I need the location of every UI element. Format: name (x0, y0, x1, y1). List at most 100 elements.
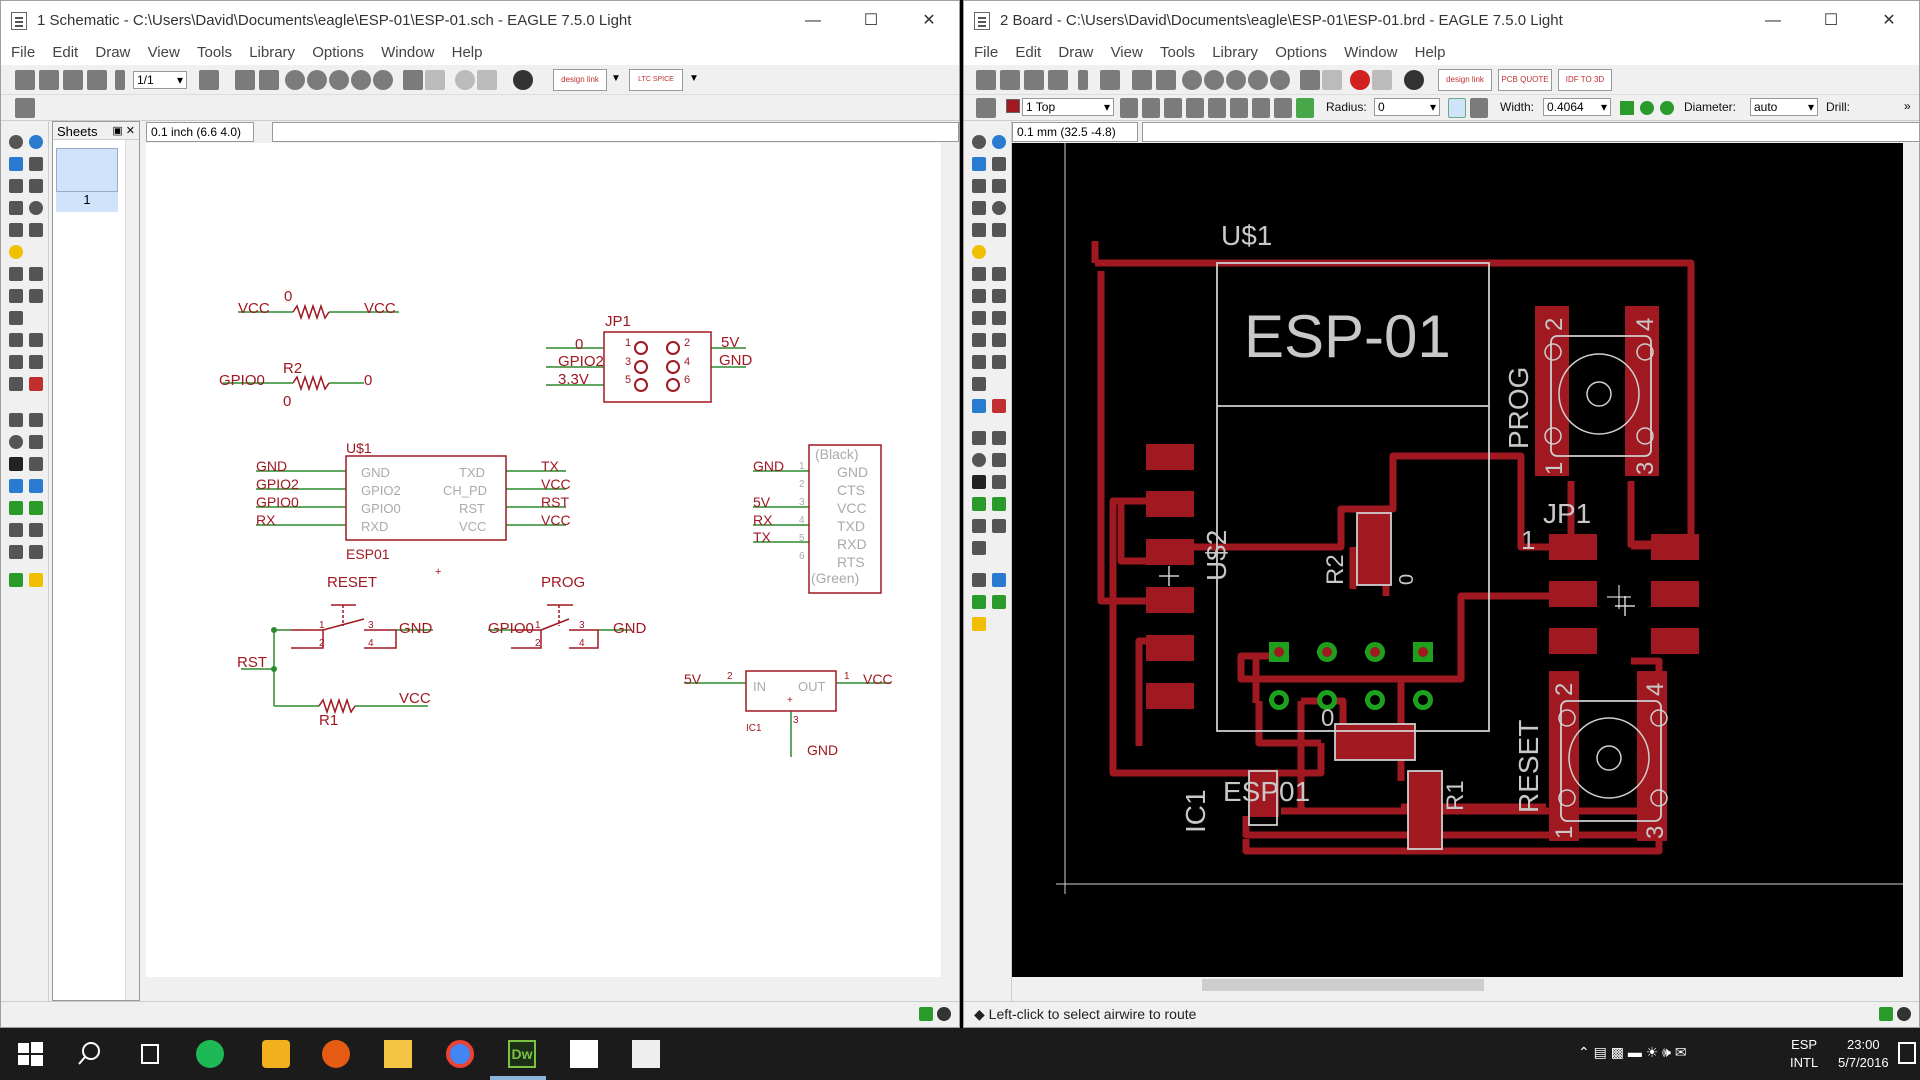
rotate-icon[interactable] (992, 201, 1006, 215)
zoom-fit-icon[interactable] (285, 70, 305, 90)
signal-icon[interactable] (992, 497, 1006, 511)
name-icon[interactable] (9, 333, 23, 347)
menu-view[interactable]: View (1110, 44, 1143, 61)
net-icon[interactable] (29, 479, 43, 493)
hole-icon[interactable] (972, 519, 986, 533)
miter-icon[interactable] (992, 333, 1006, 347)
close-button[interactable]: ✕ (922, 12, 936, 29)
horizontal-scrollbar[interactable] (1012, 977, 1903, 993)
rect-icon[interactable] (9, 457, 23, 471)
miter-icon[interactable] (29, 355, 43, 369)
menu-file[interactable]: File (974, 44, 999, 61)
dreamweaver-icon[interactable]: Dw (508, 1040, 536, 1068)
chrome-icon[interactable] (446, 1040, 474, 1068)
menu-tools[interactable]: Tools (1159, 44, 1196, 61)
info-icon[interactable] (9, 135, 23, 149)
change-icon[interactable] (29, 223, 43, 237)
delete-icon[interactable] (9, 267, 23, 281)
wire-bend-icon[interactable] (1164, 98, 1182, 118)
mirror-icon[interactable] (972, 201, 986, 215)
errors-icon[interactable] (29, 573, 43, 587)
drc-icon[interactable] (992, 595, 1006, 609)
wire-bend-icon[interactable] (1252, 98, 1270, 118)
via-square-icon[interactable] (1620, 101, 1634, 115)
polygon-icon[interactable] (29, 457, 43, 471)
sheets-scrollbar[interactable] (125, 140, 139, 1000)
label-icon[interactable] (29, 501, 43, 515)
undo-icon[interactable] (1300, 70, 1320, 90)
menu-draw[interactable]: Draw (95, 44, 131, 61)
via-octagon-icon[interactable] (1660, 101, 1674, 115)
schematic-icon[interactable] (1132, 70, 1152, 90)
menu-view[interactable]: View (147, 44, 180, 61)
zoom-select-icon[interactable] (1270, 70, 1290, 90)
add-icon[interactable] (29, 267, 43, 281)
rotate-icon[interactable] (29, 201, 43, 215)
designlink-button[interactable]: design link (553, 69, 607, 91)
port-icon[interactable] (29, 545, 43, 559)
wire-bend-icon[interactable] (1120, 98, 1138, 118)
add-icon[interactable] (992, 267, 1006, 281)
copy-icon[interactable] (29, 179, 43, 193)
diameter-select[interactable]: auto▾ (1750, 98, 1818, 116)
vertical-scrollbar[interactable] (943, 143, 959, 977)
via-icon[interactable] (972, 497, 986, 511)
bus-icon[interactable] (9, 479, 23, 493)
text-icon[interactable] (992, 431, 1006, 445)
file-explorer-icon[interactable] (384, 1040, 412, 1068)
menu-window[interactable]: Window (1344, 44, 1398, 61)
show-icon[interactable] (992, 135, 1006, 149)
change-icon[interactable] (992, 223, 1006, 237)
display-icon[interactable] (9, 157, 23, 171)
autorouter-icon[interactable] (992, 573, 1006, 587)
save-icon[interactable] (1000, 70, 1020, 90)
value-icon[interactable] (29, 333, 43, 347)
redo-icon[interactable] (425, 70, 445, 90)
stop-icon[interactable] (937, 1007, 951, 1021)
copy-icon[interactable] (992, 179, 1006, 193)
width-select[interactable]: 0.4064▾ (1543, 98, 1611, 116)
group-icon[interactable] (972, 223, 986, 237)
zoom-in-icon[interactable] (307, 70, 327, 90)
start-icon[interactable] (16, 1040, 44, 1068)
grid-icon[interactable] (199, 70, 219, 90)
menu-library[interactable]: Library (1212, 44, 1259, 61)
text-icon[interactable] (29, 413, 43, 427)
split-icon[interactable] (972, 355, 986, 369)
smash-icon[interactable] (972, 333, 986, 347)
ratsnest-icon[interactable] (972, 573, 986, 587)
polygon-icon[interactable] (992, 475, 1006, 489)
arc-icon[interactable] (29, 435, 43, 449)
errors-icon[interactable] (972, 617, 986, 631)
replace-icon[interactable] (972, 289, 986, 303)
schematic-canvas[interactable]: + + VCC 0 VCC GPIO0 R2 0 0 JP1 0 GPIO2 3… (146, 143, 941, 977)
zoom-fit-icon[interactable] (1182, 70, 1202, 90)
menu-options[interactable]: Options (312, 44, 364, 61)
route-mode-icon[interactable] (1470, 98, 1488, 118)
library-icon[interactable] (1156, 70, 1176, 90)
erc-icon[interactable] (972, 595, 986, 609)
sheet-select[interactable]: 1/1▾ (133, 71, 187, 89)
stop-icon[interactable] (1897, 1007, 1911, 1021)
zoom-redraw-icon[interactable] (1248, 70, 1268, 90)
move-icon[interactable] (9, 179, 23, 193)
display-icon[interactable] (972, 157, 986, 171)
attribute-icon[interactable] (992, 519, 1006, 533)
value-icon[interactable] (992, 311, 1006, 325)
delete-icon[interactable] (972, 267, 986, 281)
open-icon[interactable] (15, 70, 35, 90)
junction-icon[interactable] (9, 501, 23, 515)
show-icon[interactable] (29, 135, 43, 149)
save-icon[interactable] (39, 70, 59, 90)
split-icon[interactable] (9, 377, 23, 391)
mark-icon[interactable] (29, 157, 43, 171)
undo-icon[interactable] (403, 70, 423, 90)
menu-tools[interactable]: Tools (196, 44, 233, 61)
wire-bend-icon[interactable] (1230, 98, 1248, 118)
sheet-number[interactable]: 1 (56, 192, 118, 212)
replace-icon[interactable] (29, 289, 43, 303)
zoom-in-icon[interactable] (1204, 70, 1224, 90)
paste-icon[interactable] (972, 245, 986, 259)
menu-file[interactable]: File (11, 44, 36, 61)
